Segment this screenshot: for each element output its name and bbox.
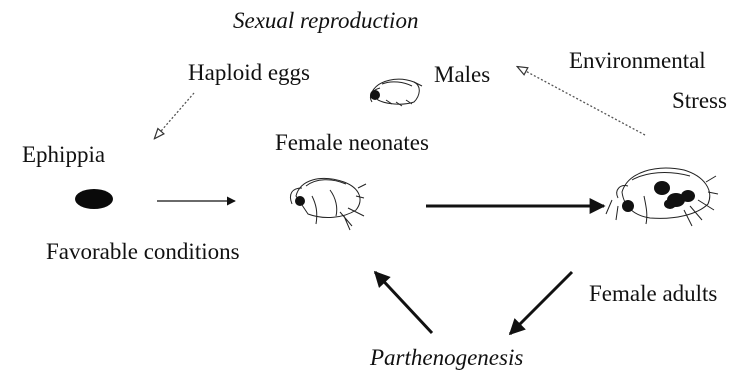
haploid-eggs-label: Haploid eggs bbox=[188, 61, 310, 84]
parthenogenesis-label: Parthenogenesis bbox=[370, 346, 523, 369]
favorable-conditions-label: Favorable conditions bbox=[46, 240, 240, 263]
adults-to-parthenogenesis-arrow bbox=[510, 272, 572, 334]
female-adults-label: Female adults bbox=[589, 282, 717, 305]
environmental-label: Environmental bbox=[569, 49, 706, 72]
stress-to-males-arrow bbox=[518, 67, 645, 135]
ephippia-label: Ephippia bbox=[22, 143, 105, 166]
sexual-reproduction-label: Sexual reproduction bbox=[233, 9, 418, 32]
ephippium-egg-icon bbox=[75, 189, 113, 209]
males-label: Males bbox=[434, 63, 490, 86]
adult-daphnia-icon bbox=[606, 168, 718, 226]
female-neonates-label: Female neonates bbox=[275, 131, 429, 154]
parthenogenesis-to-neonates-arrow bbox=[375, 272, 432, 333]
eggs-to-ephippia-arrow bbox=[155, 93, 194, 138]
neonate-daphnia-icon bbox=[290, 178, 366, 230]
male-daphnia-icon bbox=[370, 79, 422, 106]
stress-label: Stress bbox=[672, 89, 727, 112]
